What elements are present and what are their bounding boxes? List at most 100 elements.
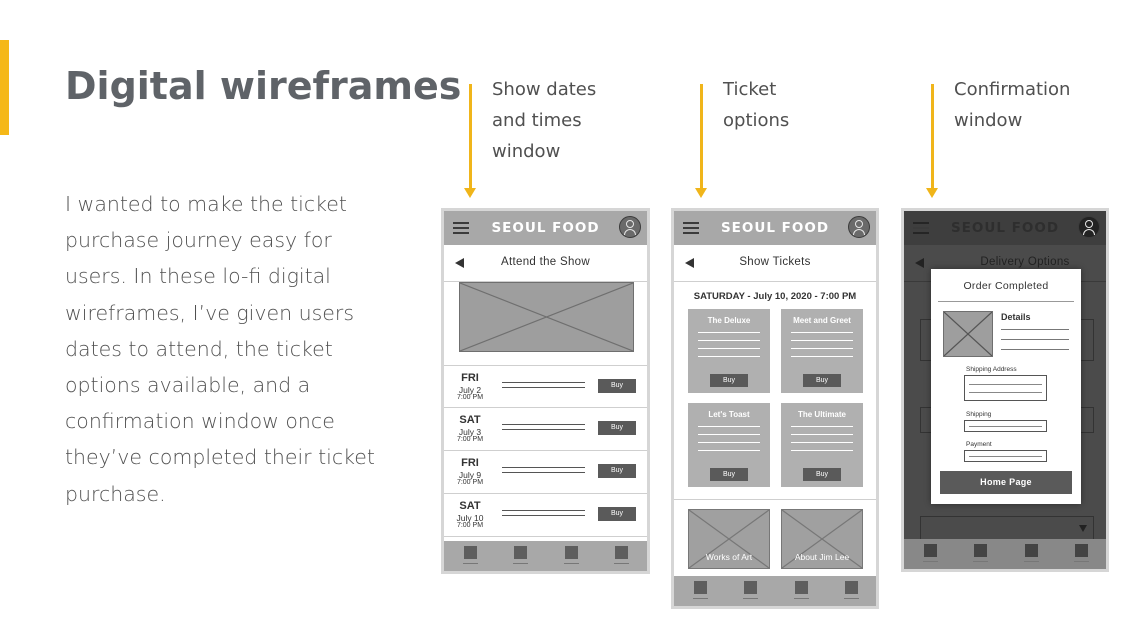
nav-tab-icon[interactable] [844, 581, 859, 599]
body-line: dates to attend, the ticket [65, 336, 333, 361]
text-line [698, 442, 760, 443]
promo-label: About Jim Lee [794, 552, 850, 562]
body-line: wireframes, I’ve given users [65, 300, 355, 325]
text-line [791, 450, 853, 451]
text-line [698, 426, 760, 427]
modal-separator [938, 301, 1074, 302]
nav-tab-icon [973, 544, 988, 562]
body-line: purchase journey easy for [65, 228, 332, 253]
screen-title: Show Tickets [739, 256, 811, 268]
subheader: Show Tickets [674, 245, 876, 282]
phone-confirmation: SEOUL FOOD Delivery Options Order Comple… [901, 208, 1109, 572]
details-label: Details [1001, 312, 1031, 322]
date-date: July 10 [456, 513, 484, 523]
app-header: SEOUL FOOD [674, 211, 876, 245]
text-line [698, 348, 760, 349]
ticket-name: The Deluxe [707, 316, 751, 325]
nav-tab-icon[interactable] [693, 581, 708, 599]
date-day: FRI [461, 457, 479, 469]
nav-tab-icon[interactable] [794, 581, 809, 599]
app-header: SEOUL FOOD [904, 211, 1106, 245]
callout-line: Show dates [492, 79, 597, 100]
bottom-nav [444, 541, 647, 571]
brand-logo: SEOUL FOOD [950, 220, 1060, 236]
body-paragraph: I wanted to make the ticket purchase jou… [65, 186, 385, 512]
order-image-placeholder [943, 311, 993, 357]
background-dropdown [920, 516, 1094, 540]
ticket-card[interactable]: Let's Toast Buy [688, 403, 770, 487]
divider-line [502, 387, 585, 388]
text-line [791, 442, 853, 443]
text-line [791, 340, 853, 341]
nav-tab-icon[interactable] [564, 546, 579, 564]
ticket-name: Let's Toast [708, 410, 750, 419]
hamburger-menu-icon[interactable] [683, 222, 699, 234]
buy-button[interactable]: Buy [710, 374, 748, 387]
buy-button[interactable]: Buy [598, 421, 636, 435]
date-date: July 9 [458, 470, 482, 480]
buy-button[interactable]: Buy [710, 468, 748, 481]
back-arrow-icon[interactable] [685, 258, 694, 268]
ticket-card[interactable]: Meet and Greet Buy [781, 309, 863, 393]
text-line [791, 332, 853, 333]
divider-line [502, 424, 585, 425]
home-page-button[interactable]: Home Page [940, 471, 1072, 494]
date-date: July 2 [458, 385, 482, 395]
field-label: Shipping [966, 411, 992, 418]
text-line [1001, 339, 1069, 340]
hamburger-menu-icon[interactable] [453, 222, 469, 234]
ticket-card[interactable]: The Deluxe Buy [688, 309, 770, 393]
divider-line [502, 472, 585, 473]
body-line: purchase. [65, 481, 166, 506]
hamburger-menu-icon [913, 222, 929, 234]
text-line [698, 340, 760, 341]
user-avatar-icon[interactable] [848, 216, 870, 238]
date-row: FRI July 9 7:00 PM Buy [444, 450, 647, 493]
back-arrow-icon[interactable] [455, 258, 464, 268]
buy-button[interactable]: Buy [803, 374, 841, 387]
divider-line [502, 382, 585, 383]
nav-tab-icon [1074, 544, 1089, 562]
callout-ticket-options: Ticket options [723, 74, 789, 136]
text-line [791, 434, 853, 435]
field-label: Payment [966, 441, 992, 448]
promo-card[interactable]: About Jim Lee [781, 509, 863, 569]
nav-tab-icon[interactable] [614, 546, 629, 564]
app-header: SEOUL FOOD [444, 211, 647, 245]
user-avatar-icon[interactable] [619, 216, 641, 238]
ticket-card[interactable]: The Ultimate Buy [781, 403, 863, 487]
nav-tab-icon[interactable] [463, 546, 478, 564]
phone-show-dates: SEOUL FOOD Attend the Show FRI July 2 7:… [441, 208, 650, 574]
arrow-down-icon [464, 84, 476, 198]
body-line: options available, and a [65, 373, 311, 398]
nav-tab-icon[interactable] [743, 581, 758, 599]
buy-button[interactable]: Buy [598, 379, 636, 393]
text-line [791, 356, 853, 357]
body-line: I wanted to make the ticket [65, 192, 347, 216]
callout-line: and times [492, 110, 582, 131]
text-line [969, 384, 1042, 385]
field-label: Shipping Address [966, 366, 1017, 373]
callout-line: Ticket [723, 79, 777, 100]
ticket-name: Meet and Greet [793, 316, 851, 325]
divider-line [502, 429, 585, 430]
promo-card[interactable]: Works of Art [688, 509, 770, 569]
payment-field[interactable] [964, 450, 1047, 462]
text-line [698, 434, 760, 435]
text-line [969, 392, 1042, 393]
body-line: they’ve completed their ticket [65, 445, 375, 470]
accent-bar [0, 40, 9, 135]
divider-line [502, 515, 585, 516]
buy-button[interactable]: Buy [598, 507, 636, 521]
order-completed-modal: Order Completed Details Shipping Address… [931, 269, 1081, 504]
shipping-address-field[interactable] [964, 375, 1047, 401]
modal-title: Order Completed [963, 280, 1049, 292]
buy-button[interactable]: Buy [803, 468, 841, 481]
shipping-field[interactable] [964, 420, 1047, 432]
date-day: SAT [459, 414, 481, 426]
buy-button[interactable]: Buy [598, 464, 636, 478]
date-time: 7:00 PM [456, 436, 484, 443]
divider-line [502, 510, 585, 511]
nav-tab-icon[interactable] [513, 546, 528, 564]
text-line [698, 450, 760, 451]
